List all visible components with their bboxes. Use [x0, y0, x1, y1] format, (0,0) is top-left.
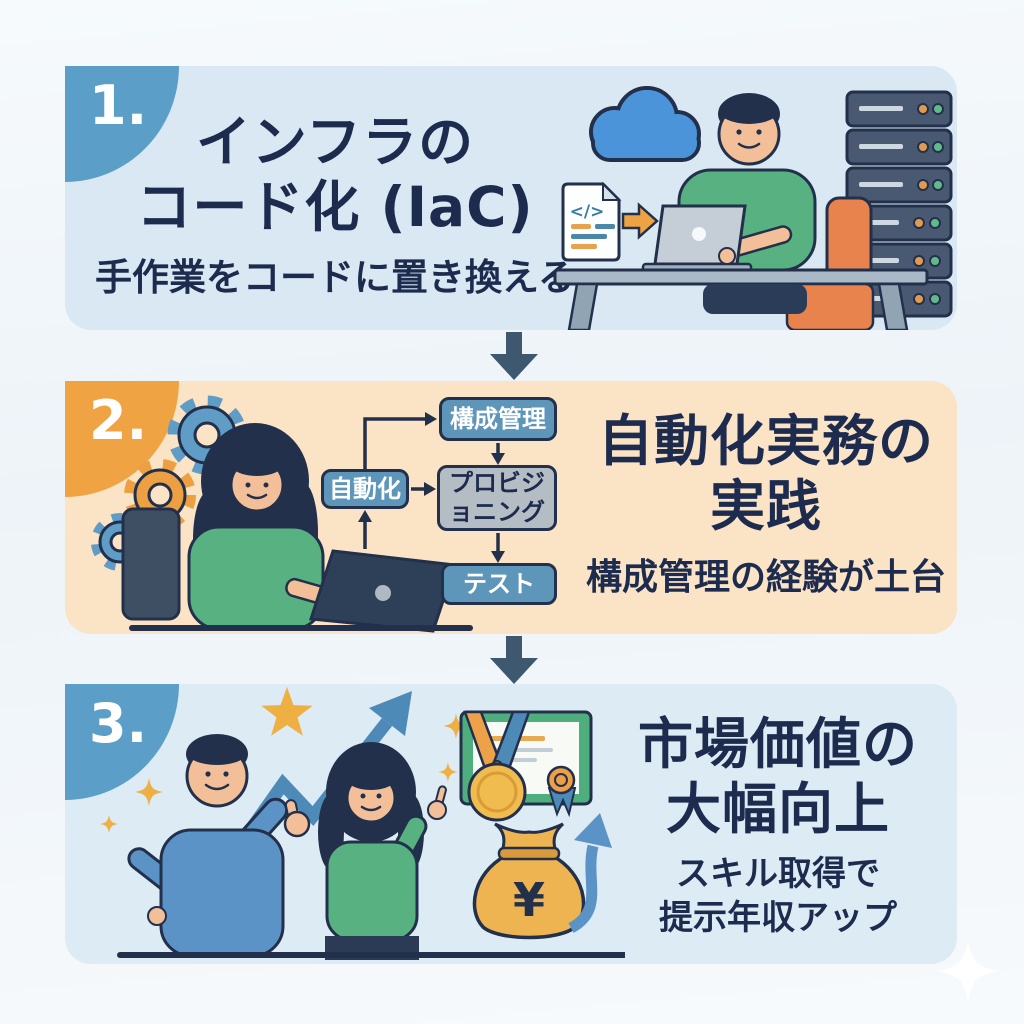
step-2-text: 自動化実務の 実践 構成管理の経験が土台	[586, 409, 946, 602]
man-thumbs-up-figure	[127, 734, 311, 958]
step-connector-arrow-1	[490, 332, 538, 380]
star-icon	[261, 687, 313, 736]
engineer-figure	[187, 423, 356, 631]
code-file-icon: </>	[561, 181, 622, 262]
yen-symbol: ¥	[513, 873, 545, 927]
step-1-illustration: </>	[553, 86, 953, 330]
step-3-subtitle-line-2: 提示年収アップ	[659, 897, 897, 938]
developer-figure	[677, 93, 817, 272]
step-1-subtitle: 手作業をコードに置き換える	[95, 255, 575, 299]
step-1-title-line-2: コード化 (IaC)	[136, 174, 534, 239]
laptop-icon	[641, 204, 753, 275]
sparkle-icon	[135, 778, 163, 806]
step-3-subtitle-line-1: スキル取得で	[676, 853, 880, 894]
step-2-title-line-1: 自動化実務の	[597, 409, 934, 473]
money-bag-icon: ¥	[472, 822, 586, 940]
step-number-1: 1.	[89, 74, 148, 137]
hand	[718, 247, 736, 265]
flow-node-config-management: 構成管理	[439, 397, 557, 441]
step-panel-3: 3.	[65, 684, 957, 964]
flow-node-automation: 自動化	[321, 469, 409, 509]
sparkle-icon	[937, 940, 999, 1002]
step-panel-1: 1. インフラの コード化 (IaC) 手作業をコードに置き換える	[65, 66, 957, 330]
step-1-title-line-1: インフラの	[195, 110, 475, 174]
code-glyph: </>	[570, 202, 605, 222]
step-3-title-line-1: 市場価値の	[637, 712, 918, 776]
chair	[121, 507, 181, 621]
step-2-illustration	[91, 395, 473, 633]
ground-line	[117, 952, 625, 958]
legs	[703, 284, 807, 314]
step-number-2: 2.	[89, 389, 148, 452]
arrow-stem	[506, 332, 522, 354]
arrow-head	[490, 354, 538, 380]
step-3-title-line-2: 大幅向上	[665, 776, 890, 841]
step-panel-2: 2.	[65, 381, 957, 634]
cloud-icon	[589, 86, 701, 162]
step-connector-arrow-2	[490, 636, 538, 684]
arrow-right-icon	[621, 202, 659, 240]
step-number-3: 3.	[89, 692, 148, 755]
up-arrow-icon	[568, 813, 612, 933]
flowchart-arrows	[358, 412, 505, 563]
flow-node-provisioning: プロビジョニング	[437, 465, 557, 531]
sparkle-icon	[438, 762, 458, 782]
arrow-stem	[506, 636, 522, 658]
step-3-illustration: ¥	[99, 687, 625, 960]
step-2-subtitle: 構成管理の経験が土台	[586, 556, 947, 598]
flow-node-test: テスト	[441, 563, 557, 605]
sparkle-icon	[99, 814, 119, 834]
medal-icon	[463, 710, 531, 822]
step-3-text: 市場価値の 大幅向上 スキル取得で 提示年収アップ	[598, 712, 958, 940]
step-2-title-line-2: 実践	[709, 473, 822, 538]
arrow-head	[490, 658, 538, 684]
step-1-text: インフラの コード化 (IaC) 手作業をコードに置き換える	[71, 110, 599, 302]
woman-pointing-figure	[318, 742, 447, 960]
sparkle-icon	[443, 713, 469, 739]
desk-line	[129, 625, 473, 631]
